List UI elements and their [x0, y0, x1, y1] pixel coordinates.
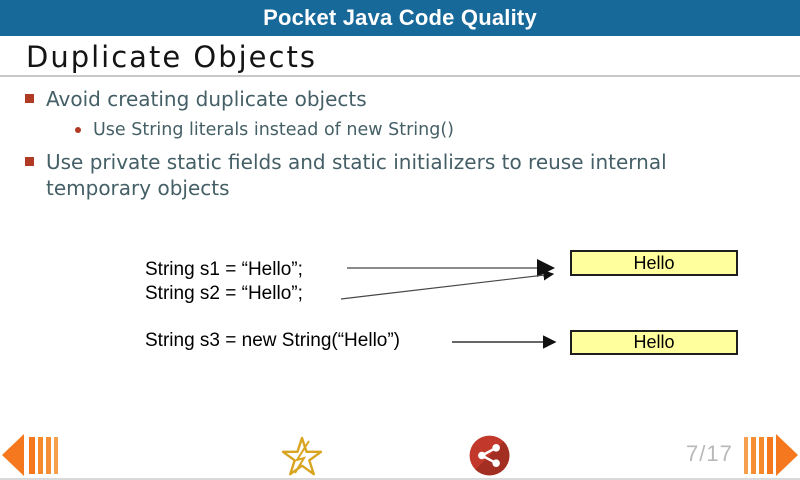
next-slide-button[interactable] — [728, 430, 800, 480]
code-line-s2: String s2 = “Hello”; — [145, 283, 303, 304]
sub-bullet-text: Use String literals instead of new Strin… — [93, 120, 454, 140]
bullet-list: Avoid creating duplicate objects Use Str… — [25, 86, 765, 201]
square-bullet-icon — [25, 157, 34, 166]
code-line-s3: String s3 = new String(“Hello”) — [145, 330, 401, 351]
share-button[interactable] — [466, 432, 513, 479]
slide-title: Duplicate Objects — [26, 40, 317, 74]
bullet-text: Use private static fields and static ini… — [46, 150, 667, 200]
code-line-s1: String s1 = “Hello”; — [145, 259, 303, 280]
previous-slide-button[interactable] — [0, 430, 60, 480]
next-arrow-icon — [744, 434, 798, 476]
app-title: Pocket Java Code Quality — [263, 5, 537, 30]
bottom-edge-divider — [0, 478, 800, 480]
sub-bullet-item: Use String literals instead of new Strin… — [75, 118, 765, 142]
app-title-bar: Pocket Java Code Quality — [0, 0, 800, 36]
string-pool-box-1: Hello — [570, 250, 738, 276]
bullet-item: Avoid creating duplicate objects — [25, 86, 765, 112]
string-pool-box-2: Hello — [570, 330, 738, 355]
previous-arrow-icon — [2, 434, 58, 476]
share-icon — [469, 435, 510, 476]
bullet-text: Avoid creating duplicate objects — [46, 87, 367, 111]
square-bullet-icon — [25, 94, 34, 103]
dot-bullet-icon — [75, 127, 81, 133]
page-indicator: 7/17 — [686, 441, 733, 466]
bullet-item: Use private static fields and static ini… — [25, 149, 765, 201]
star-icon — [281, 436, 323, 476]
favorite-star-button[interactable] — [279, 433, 325, 479]
title-divider — [0, 75, 800, 77]
arrow-s2-to-box1 — [340, 269, 555, 300]
